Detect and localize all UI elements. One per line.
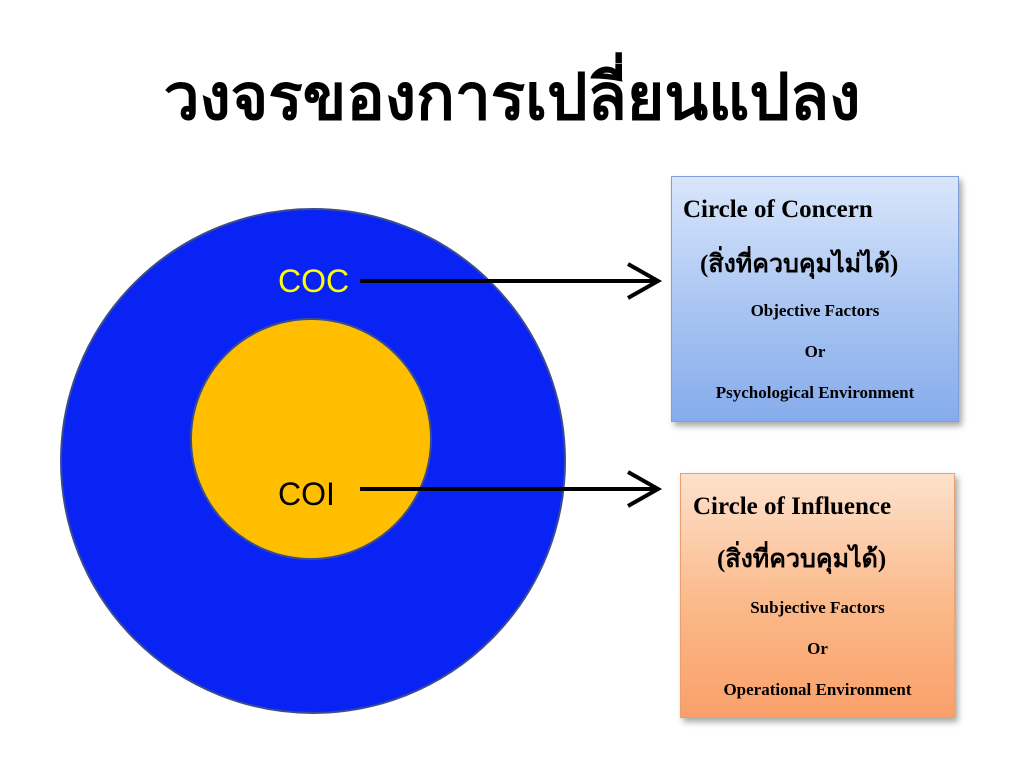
influence-heading: Circle of Influence (693, 493, 892, 520)
circle-of-concern-box: Circle of Concern (สิ่งที่ควบคุมไม่ได้) … (671, 176, 959, 422)
inner-circle-coi (190, 318, 432, 560)
coi-label: COI (278, 476, 335, 512)
influence-thai-caption: (สิ่งที่ควบคุมได้) (717, 546, 887, 573)
concern-heading: Circle of Concern (683, 196, 873, 223)
slide-title: วงจรของการเปลี่ยนแปลง (163, 60, 861, 135)
influence-environment-line: Operational Environment (723, 680, 912, 699)
concern-thai-caption: (สิ่งที่ควบคุมไม่ได้) (700, 251, 899, 278)
concern-environment-line: Psychological Environment (715, 383, 915, 402)
arrow-coc-to-concern (360, 262, 663, 300)
circle-of-influence-box: Circle of Influence (สิ่งที่ควบคุมได้) S… (680, 473, 955, 718)
coc-label: COC (278, 263, 350, 299)
influence-or-line: Or (807, 639, 828, 658)
influence-factor-line: Subjective Factors (750, 598, 885, 617)
concern-factor-line: Objective Factors (750, 301, 880, 320)
arrow-coi-to-influence (360, 470, 663, 508)
concern-or-line: Or (804, 342, 826, 361)
